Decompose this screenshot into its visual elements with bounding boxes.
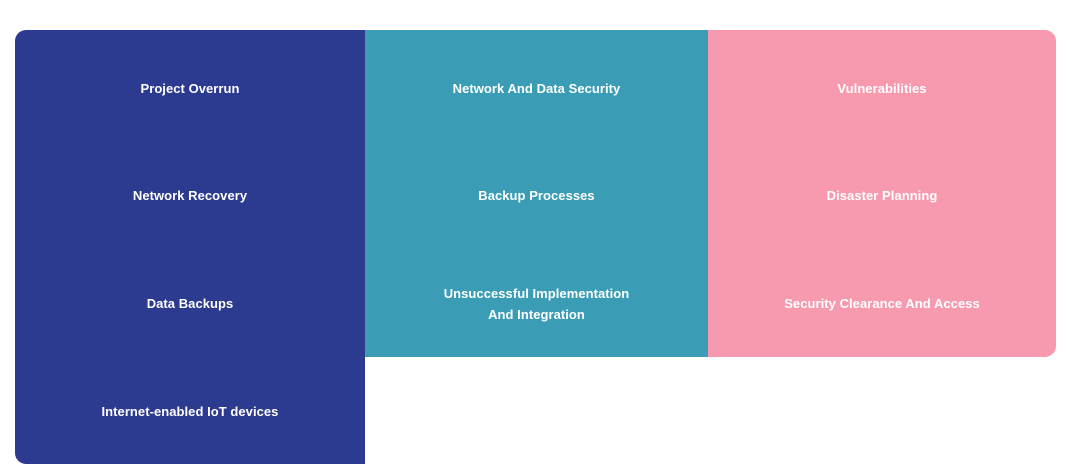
blue-column-item-3-label: Data Backups	[146, 296, 234, 311]
teal-column-item-2[interactable]: Backup Processes	[365, 185, 708, 206]
pink-column-item-1-label: Vulnerabilities	[837, 81, 927, 96]
blue-column-item-4-label: Internet-enabled IoT devices	[101, 404, 279, 419]
pink-column-item-3-label: Security Clearance And Access	[784, 296, 980, 311]
pink-column-item-2-label: Disaster Planning	[826, 188, 938, 203]
teal-column: Network And Data Security Backup Process…	[365, 30, 708, 357]
blue-column-item-1-label: Project Overrun	[140, 81, 240, 96]
blue-column-item-2[interactable]: Network Recovery	[15, 185, 365, 206]
teal-column-item-3[interactable]: Unsuccessful Implementation And Integrat…	[365, 283, 708, 325]
teal-column-item-3-label-line-2: And Integration	[488, 307, 585, 322]
blue-column-item-2-label: Network Recovery	[132, 188, 248, 203]
teal-column-item-3-label-line-1: Unsuccessful Implementation	[443, 286, 630, 301]
teal-column-item-1[interactable]: Network And Data Security	[365, 78, 708, 99]
teal-column-item-2-label: Backup Processes	[478, 188, 595, 203]
blue-column-item-1[interactable]: Project Overrun	[15, 78, 365, 99]
teal-column-item-1-label: Network And Data Security	[452, 81, 621, 96]
pink-column-item-1[interactable]: Vulnerabilities	[708, 78, 1056, 99]
blue-column-item-3[interactable]: Data Backups	[15, 293, 365, 314]
pink-column-item-2[interactable]: Disaster Planning	[708, 185, 1056, 206]
pink-column-item-3[interactable]: Security Clearance And Access	[708, 293, 1056, 314]
blue-column: Project Overrun Network Recovery Data Ba…	[15, 30, 365, 464]
blue-column-item-4[interactable]: Internet-enabled IoT devices	[15, 401, 365, 422]
pink-column: Vulnerabilities Disaster Planning Securi…	[708, 30, 1056, 357]
